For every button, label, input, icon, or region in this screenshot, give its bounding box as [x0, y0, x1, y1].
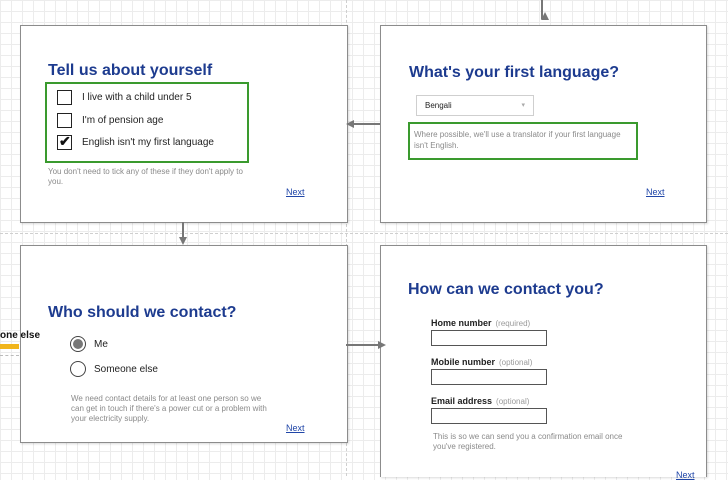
label-text: Mobile number	[431, 357, 496, 367]
radio-label: Me	[94, 338, 108, 350]
offscreen-label: one else	[0, 330, 41, 341]
radio-row-someone-else[interactable]: Someone else	[70, 360, 158, 378]
screen-who-to-contact: Who should we contact? Me Someone else W…	[20, 245, 348, 443]
checkbox-label: I'm of pension age	[82, 114, 164, 126]
next-link[interactable]: Next	[286, 187, 305, 197]
highlight-box: Where possible, we'll use a translator i…	[408, 122, 638, 160]
connector-bar	[0, 344, 19, 349]
connector-line	[0, 355, 19, 356]
field-qualifier: (optional)	[496, 397, 530, 406]
card-title: What's your first language?	[409, 64, 620, 81]
hint-text: You don't need to tick any of these if t…	[48, 167, 243, 186]
horizontal-guide-line	[0, 233, 728, 234]
language-select[interactable]: Bengali ▾	[416, 95, 534, 116]
vertical-guide-line	[346, 0, 347, 476]
checkbox-label: English isn't my first language	[82, 136, 214, 148]
mobile-number-input[interactable]	[431, 369, 547, 385]
checkbox-label: I live with a child under 5	[82, 91, 192, 103]
checkbox-row-child-under-5[interactable]: I live with a child under 5	[57, 89, 192, 105]
field-qualifier: (required)	[495, 319, 531, 328]
radio[interactable]	[70, 361, 86, 377]
checkbox[interactable]	[57, 112, 72, 128]
hint-text: We need contact details for at least one…	[71, 394, 267, 423]
arrow-into-language-screen	[541, 0, 549, 20]
next-link[interactable]: Next	[646, 187, 665, 197]
checkbox-checked[interactable]: ✔	[57, 132, 72, 150]
screen-how-to-contact: How can we contact you? Home number(requ…	[380, 245, 707, 480]
checkbox-row-english-not-first[interactable]: ✔ English isn't my first language	[57, 132, 214, 150]
field-label-mobile-number: Mobile number(optional)	[431, 357, 532, 367]
field-label-home-number: Home number(required)	[431, 318, 530, 328]
card-title: Tell us about yourself	[48, 62, 213, 79]
field-qualifier: (optional)	[499, 358, 533, 367]
screen-first-language: What's your first language? Bengali ▾ Wh…	[380, 25, 707, 223]
checkbox[interactable]	[57, 89, 72, 105]
label-text: Email address	[431, 396, 493, 406]
translator-note: Where possible, we'll use a translator i…	[414, 130, 621, 150]
chevron-down-icon: ▾	[521, 102, 525, 109]
checkmark-icon: ✔	[59, 132, 71, 149]
select-value: Bengali	[425, 101, 452, 110]
home-number-input[interactable]	[431, 330, 547, 346]
radio-label: Someone else	[94, 363, 158, 375]
checkbox-row-pension-age[interactable]: I'm of pension age	[57, 112, 163, 128]
screen-tell-us-about-yourself: Tell us about yourself I live with a chi…	[20, 25, 348, 223]
next-link[interactable]: Next	[676, 470, 695, 480]
radio-selected[interactable]	[70, 336, 86, 352]
email-address-input[interactable]	[431, 408, 547, 424]
next-link[interactable]: Next	[286, 423, 305, 433]
confirmation-note: This is so we can send you a confirmatio…	[433, 432, 623, 451]
highlight-box: I live with a child under 5 I'm of pensi…	[45, 82, 249, 163]
label-text: Home number	[431, 318, 492, 328]
radio-row-me[interactable]: Me	[70, 335, 108, 353]
card-title: Who should we contact?	[48, 304, 237, 321]
field-label-email-address: Email address(optional)	[431, 396, 529, 406]
card-title: How can we contact you?	[408, 281, 604, 298]
